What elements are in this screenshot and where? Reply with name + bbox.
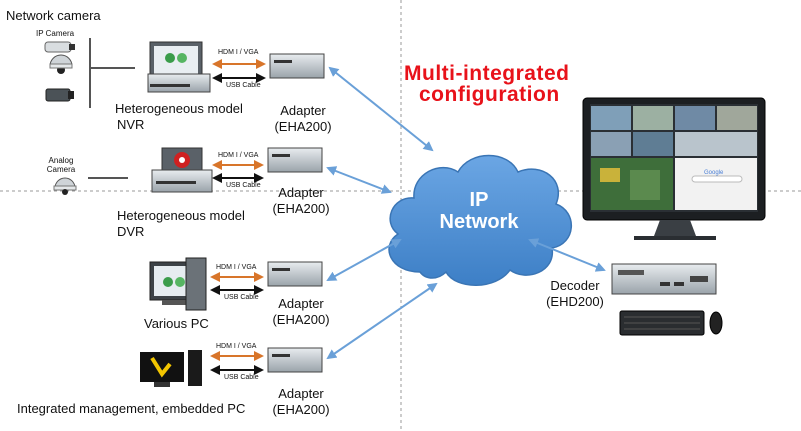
nvr-type-label: NVR xyxy=(117,117,145,132)
ip-network-label-2: Network xyxy=(439,211,519,233)
mouse-icon xyxy=(709,311,723,335)
hdmi-label-3: HDM I / VGA xyxy=(216,264,257,271)
adapter-4-model: (EHA200) xyxy=(272,402,330,417)
dvr-device-icon xyxy=(151,147,213,193)
usb-label-1: USB Cable xyxy=(226,82,261,89)
decoder-icon xyxy=(611,263,717,295)
adapter-3-name: Adapter xyxy=(278,296,324,311)
nvr-name-label: Heterogeneous model xyxy=(115,101,243,116)
dvr-name-label: Heterogeneous model xyxy=(117,208,245,223)
network-camera-label: Network camera xyxy=(6,8,101,23)
analog-camera-icon xyxy=(53,177,77,195)
adapter-4-name: Adapter xyxy=(278,386,324,401)
adapter-1-name: Adapter xyxy=(280,103,326,118)
ip-network-cloud xyxy=(388,154,573,286)
headline-line-2: configuration xyxy=(419,83,560,106)
bullet-camera-icon xyxy=(44,41,75,53)
embedded-pc-name-label: Integrated management, embedded PC xyxy=(17,401,246,416)
usb-label-3: USB Cable xyxy=(224,294,259,301)
decoder-name: Decoder xyxy=(550,278,600,293)
hdmi-label-4: HDM I / VGA xyxy=(216,343,257,350)
headline-line-1: Multi-integrated xyxy=(404,62,570,85)
pc-device-icon xyxy=(149,257,207,311)
adapter-1-icon xyxy=(269,53,325,79)
monitor-icon: Google xyxy=(582,97,766,240)
embedded-pc-icon xyxy=(140,350,202,387)
ip-camera-label: IP Camera xyxy=(36,29,75,38)
adapter-3-model: (EHA200) xyxy=(272,312,330,327)
dvr-type-label: DVR xyxy=(117,224,145,239)
decoder-model: (EHD200) xyxy=(546,294,604,309)
adapter-2-icon xyxy=(267,147,323,173)
hdmi-label-1: HDM I / VGA xyxy=(218,49,259,56)
usb-label-4: USB Cable xyxy=(224,374,259,381)
nvr-device-icon xyxy=(147,41,211,93)
network-link-arrows xyxy=(326,66,606,360)
svg-text:Google: Google xyxy=(704,170,724,176)
keyboard-icon xyxy=(619,310,705,336)
hdmi-label-2: HDM I / VGA xyxy=(218,152,259,159)
box-camera-icon xyxy=(45,88,74,102)
ip-network-label-1: IP xyxy=(469,189,489,211)
adapter-3-icon xyxy=(267,261,323,287)
usb-label-2: USB Cable xyxy=(226,182,261,189)
cable-arrows xyxy=(210,59,266,375)
adapter-2-model: (EHA200) xyxy=(272,201,330,216)
analog-camera-label: Analog Camera xyxy=(46,156,76,174)
adapter-1-model: (EHA200) xyxy=(274,119,332,134)
adapter-4-icon xyxy=(267,347,323,373)
adapter-2-name: Adapter xyxy=(278,185,324,200)
pc-name-label: Various PC xyxy=(144,316,209,331)
dome-camera-icon xyxy=(49,54,73,74)
ip-camera-group xyxy=(44,38,135,108)
